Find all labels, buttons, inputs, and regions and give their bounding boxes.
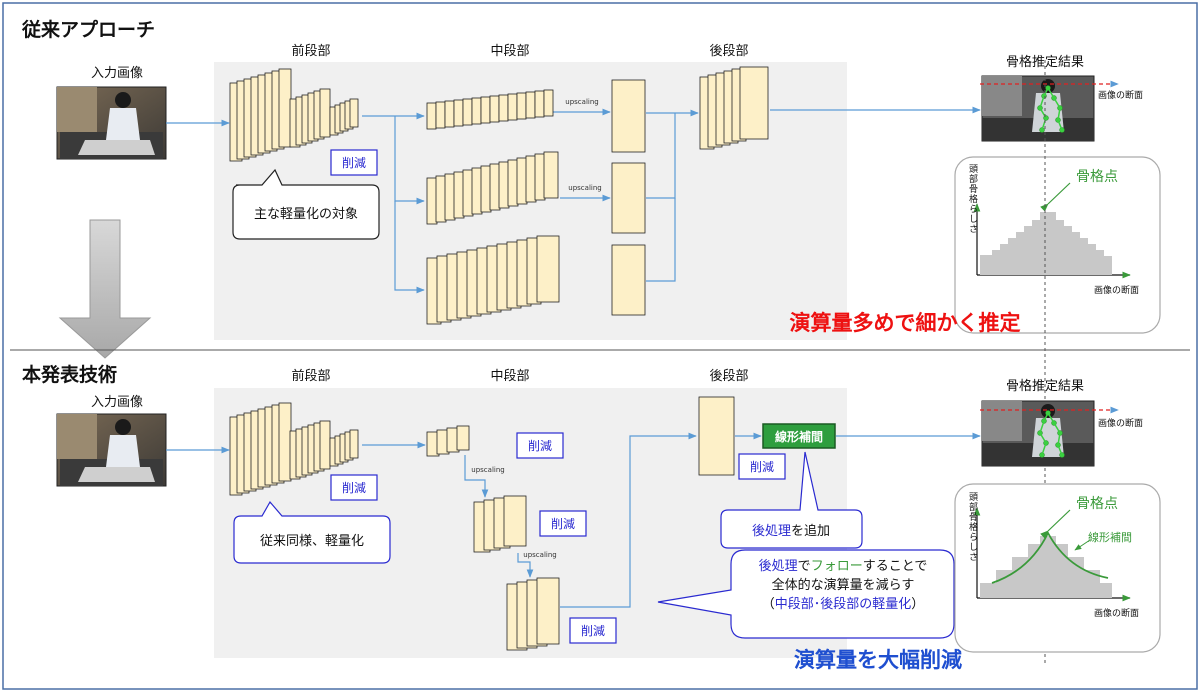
bottom-title: 本発表技術 [22, 363, 117, 386]
top-upscaling-2: upscaling [568, 184, 601, 192]
top-keypoint-label: 骨格点 [1076, 169, 1118, 185]
bottom-mid-label: 中段部 [490, 369, 529, 384]
top-upscaling-1: upscaling [565, 98, 598, 106]
svg-text:線形補間: 線形補間 [775, 429, 823, 444]
bottom-back-label: 後段部 [709, 369, 748, 384]
svg-text:頭: 頭 [969, 164, 978, 175]
bottom-input-label: 入力画像 [91, 395, 143, 410]
bottom-mid-block-1 [426, 425, 470, 457]
svg-text:後処理を追加: 後処理を追加 [752, 523, 830, 539]
top-input-label: 入力画像 [91, 66, 143, 81]
svg-text:（中段部･後段部の軽量化）: （中段部･後段部の軽量化） [762, 597, 925, 612]
svg-text:削減: 削減 [581, 623, 605, 638]
svg-text:削減: 削減 [528, 438, 552, 453]
bottom-front-layers [229, 402, 359, 496]
bottom-result-image [981, 400, 1095, 467]
bottom-mid-reduce-tag-3: 削減 [569, 617, 617, 644]
svg-text:削減: 削減 [551, 516, 575, 531]
top-cross-section-label: 画像の断面 [1098, 89, 1143, 101]
bottom-plot-xlabel: 画像の断面 [1094, 607, 1139, 619]
bottom-front-callout: 従来同様、軽量化 [233, 500, 391, 564]
svg-text:さ: さ [969, 552, 978, 563]
top-front-label: 前段部 [291, 43, 330, 59]
svg-text:し: し [969, 542, 978, 553]
top-result-image [981, 75, 1095, 142]
svg-text:骨: 骨 [969, 184, 978, 195]
svg-text:骨: 骨 [969, 512, 978, 523]
top-summary: 演算量多めで細かく推定 [790, 311, 1021, 335]
svg-text:主な軽量化の対象: 主な軽量化の対象 [254, 207, 358, 222]
svg-text:格: 格 [969, 521, 978, 533]
bottom-cross-section-label: 画像の断面 [1098, 417, 1143, 429]
bottom-back-layer [698, 396, 735, 476]
bottom-back-reduce-tag: 削減 [738, 453, 786, 480]
linear-interpolation-box: 線形補間 [762, 423, 836, 449]
svg-text:格: 格 [969, 193, 978, 205]
bottom-front-reduce-tag: 削減 [330, 474, 378, 501]
top-section: 従来アプローチ 入力画像 前段部 中段部 後段部 [21, 18, 1161, 340]
top-back-layers [699, 66, 769, 150]
top-mid-row-1 [426, 89, 554, 130]
top-title: 従来アプローチ [21, 18, 155, 41]
svg-text:後処理でフォローすることで: 後処理でフォローすることで [759, 559, 928, 574]
bottom-summary: 演算量を大幅削減 [794, 648, 962, 672]
svg-text:部: 部 [969, 173, 978, 185]
svg-text:従来同様、軽量化: 従来同様、軽量化 [260, 534, 364, 549]
top-upscaled-maps [611, 79, 646, 316]
bottom-mid-reduce-tag-2: 削減 [539, 510, 587, 537]
top-mid-row-3 [426, 235, 560, 325]
top-input-photo [56, 86, 167, 160]
svg-text:削減: 削減 [750, 459, 774, 474]
bottom-interp-label: 線形補間 [1088, 530, 1132, 544]
bottom-upscaling-1: upscaling [471, 466, 504, 474]
bottom-input-photo [56, 413, 167, 487]
bottom-section: 本発表技術 入力画像 前段部 中段部 後段部 削減 [22, 363, 1161, 672]
svg-text:さ: さ [969, 224, 978, 235]
bottom-mid-block-2 [473, 495, 527, 553]
bottom-result-label: 骨格推定結果 [1006, 378, 1084, 394]
bottom-front-label: 前段部 [291, 368, 330, 384]
svg-text:全体的な演算量を減らす: 全体的な演算量を減らす [772, 577, 915, 593]
bottom-keypoint-label: 骨格点 [1076, 496, 1118, 512]
svg-text:削減: 削減 [342, 480, 366, 495]
svg-text:頭: 頭 [969, 492, 978, 503]
top-mid-row-2 [426, 151, 559, 225]
bottom-arrows [166, 432, 981, 608]
bottom-mid-block-3 [506, 577, 560, 651]
top-back-label: 後段部 [709, 44, 748, 59]
top-arrows [166, 106, 981, 294]
svg-text:ら: ら [969, 204, 978, 215]
follow-callout: 後処理でフォローすることで 全体的な演算量を減らす （中段部･後段部の軽量化） [657, 549, 955, 639]
top-plot-xlabel: 画像の断面 [1094, 284, 1139, 296]
top-mid-label: 中段部 [490, 44, 529, 59]
bottom-mid-reduce-tag-1: 削減 [516, 432, 564, 459]
svg-text:ら: ら [969, 532, 978, 543]
bottom-upscaling-2: upscaling [523, 551, 556, 559]
top-callout: 主な軽量化の対象 [232, 168, 380, 240]
svg-text:部: 部 [969, 501, 978, 513]
svg-text:し: し [969, 214, 978, 225]
transition-arrow [58, 219, 152, 359]
top-front-reduce-tag: 削減 [330, 149, 378, 176]
svg-text:削減: 削減 [342, 155, 366, 170]
postproc-add-callout: 後処理を追加 [720, 451, 863, 549]
top-front-layers [229, 68, 359, 162]
